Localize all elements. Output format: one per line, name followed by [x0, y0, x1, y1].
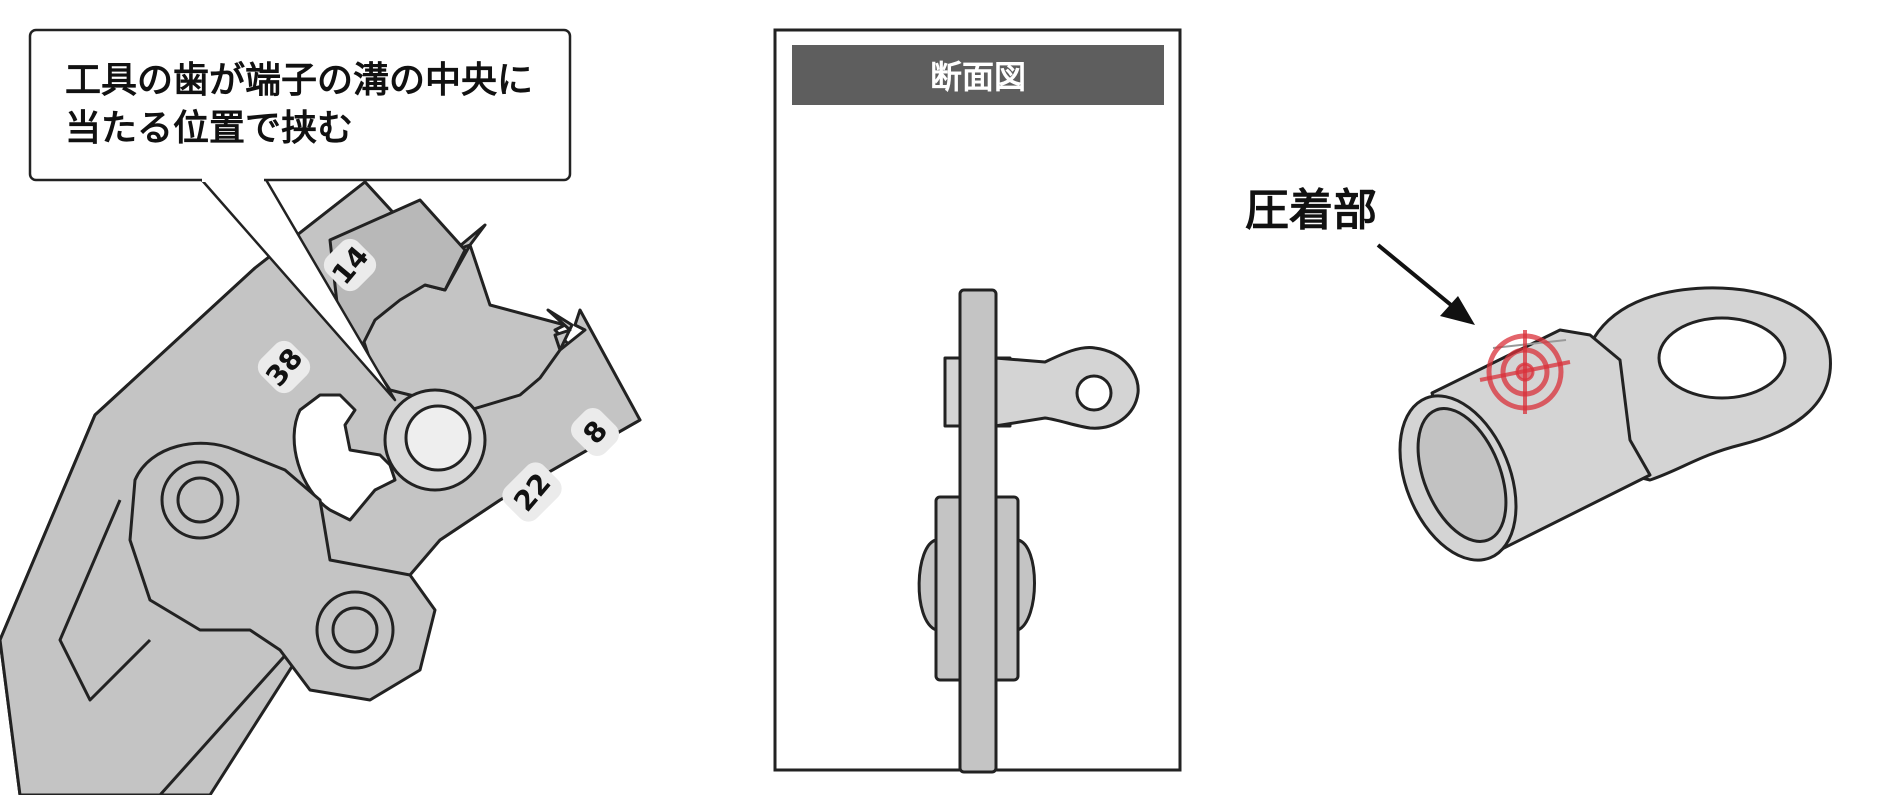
terminal-ring-hole: [1657, 316, 1787, 400]
section-title: 断面図: [930, 58, 1026, 96]
tool-handle-groove: [58, 499, 152, 702]
callout-box: [28, 28, 572, 182]
ring-terminal: 圧着部: [1245, 185, 1832, 562]
terminal-in-die-inner: [404, 404, 472, 472]
section-header-bar: [792, 45, 1164, 105]
crimp-area-arrow: [1376, 243, 1464, 316]
crimp-target-mark: [1479, 330, 1571, 414]
section-die-right-bump: [1016, 538, 1036, 632]
die-size-labels: 14 38 22 8: [257, 238, 620, 522]
crimp-area-arrowhead: [1440, 296, 1475, 325]
cross-section-panel: 断面図: [773, 28, 1182, 774]
tool-pivot-upper-inner: [176, 476, 224, 524]
callout-line-2: 当たる位置で挟む: [65, 108, 353, 149]
terminal-barrel-bore: [1416, 407, 1508, 543]
section-terminal-ring: [993, 345, 1140, 430]
crimping-tool: [0, 180, 642, 795]
callout-line-1: 工具の歯が端子の溝の中央に: [65, 60, 533, 101]
tool-pivot-lower-inner: [331, 606, 379, 654]
section-die-left-bump: [917, 538, 938, 632]
callout-bubble: 工具の歯が端子の溝の中央に 当たる位置で挟む: [28, 28, 572, 402]
crimp-area-label: 圧着部: [1245, 185, 1377, 236]
section-tool-blade: [958, 288, 998, 774]
terminal-seam: [1492, 339, 1567, 349]
section-terminal-hole: [1075, 374, 1113, 412]
tool-mouth: [292, 393, 397, 522]
